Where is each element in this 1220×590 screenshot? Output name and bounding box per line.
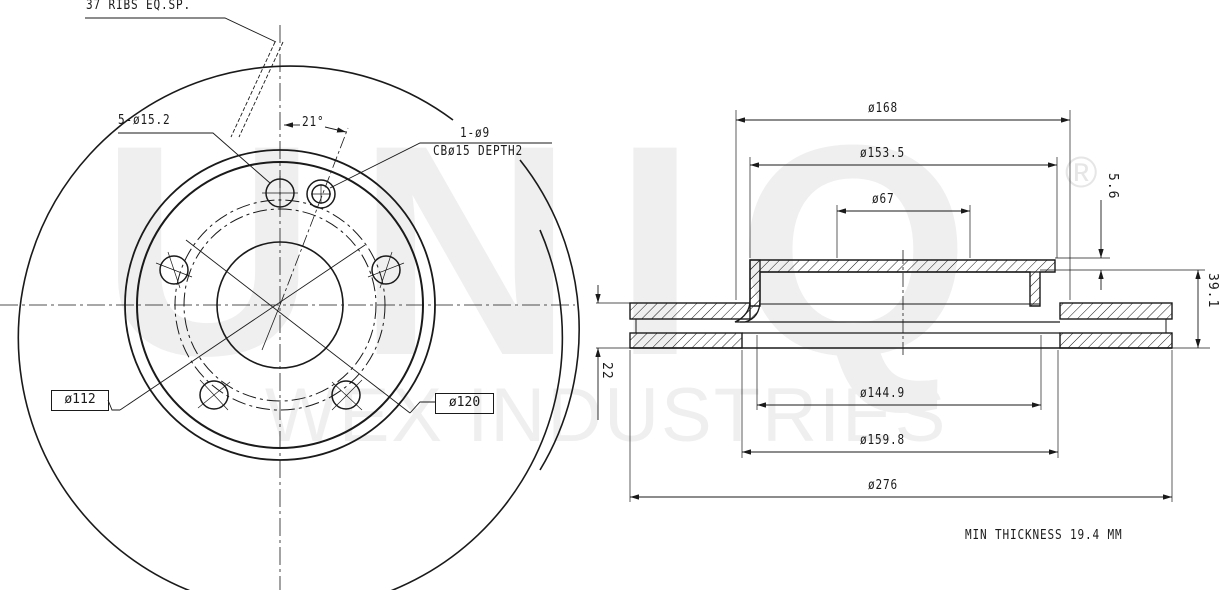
bolt-hole-left: [159, 255, 189, 285]
pcd-dim-line-a: [185, 239, 411, 414]
ribs-leader: [85, 17, 277, 43]
dim-276-label: ø276: [868, 478, 899, 493]
pcd-112-box: ø112: [51, 390, 109, 411]
bolt-hole-bottom-right: [331, 380, 361, 410]
disc-outer-arc-right: [519, 159, 580, 471]
rib-outline: [230, 41, 284, 138]
pcd-dim-line-b: [119, 244, 366, 411]
top-friction-plate-left: [629, 302, 751, 320]
ribs-note: 37 RIBS EQ.SP.: [86, 0, 192, 13]
dim-144-9-label: ø144.9: [860, 386, 906, 401]
dim-5-6-label: 5.6: [1105, 173, 1120, 200]
pcd-120-box: ø120: [435, 393, 494, 414]
dim-168-label: ø168: [868, 101, 899, 116]
front-view: [0, 17, 580, 590]
bolt-holes-note: 5-ø15.2: [118, 113, 171, 128]
locator-leader: [329, 142, 552, 189]
hat-top-hatched: [749, 259, 1056, 307]
bolt-hole-right: [371, 255, 401, 285]
disc-outer-circle: [17, 65, 564, 590]
dim-159-8-label: ø159.8: [860, 433, 906, 448]
bolt-holes-leader: [118, 132, 271, 184]
locator-hole-note-line1: 1-ø9: [460, 126, 491, 141]
locator-hole-counterbore: [306, 179, 336, 209]
min-thickness-note: MIN THICKNESS 19.4 MM: [965, 528, 1123, 543]
bottom-friction-plate-right: [1059, 332, 1173, 349]
top-friction-plate-right: [1059, 302, 1173, 320]
bolt-hole-bottom-left: [199, 380, 229, 410]
angle-ref-line: [279, 127, 349, 306]
bottom-friction-plate-left: [629, 332, 743, 349]
dim-67-label: ø67: [872, 192, 895, 207]
locator-hole-note-line2: CBø15 DEPTH2: [433, 144, 524, 159]
section-view: [595, 110, 1210, 502]
angle-note: 21°: [302, 115, 325, 130]
dim-22-label: 22: [599, 362, 614, 380]
dim-39-1-label: 39.1: [1205, 273, 1220, 309]
dim-153-5-label: ø153.5: [860, 146, 906, 161]
